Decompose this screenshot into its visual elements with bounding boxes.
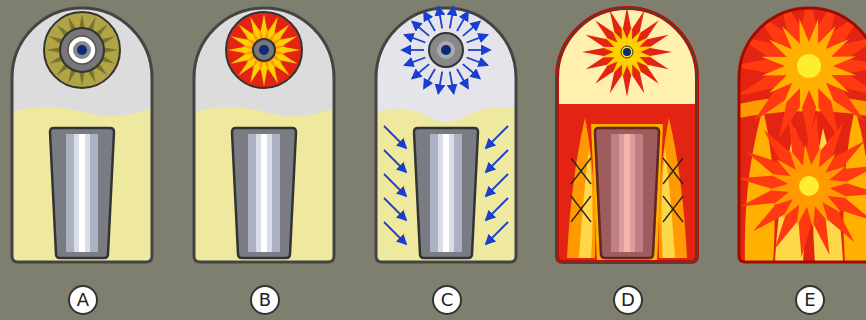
callout-circle: C: [432, 285, 462, 315]
callout-letter: E: [804, 291, 815, 309]
callout-letter: B: [259, 291, 271, 309]
callout-circle: E: [795, 285, 825, 315]
callout-circle: D: [613, 285, 643, 315]
callout-letter: A: [77, 291, 89, 309]
callout-letter: D: [621, 291, 635, 309]
callout-letter: C: [441, 291, 454, 309]
callout-circle: A: [68, 285, 98, 315]
callout-circle: B: [250, 285, 280, 315]
